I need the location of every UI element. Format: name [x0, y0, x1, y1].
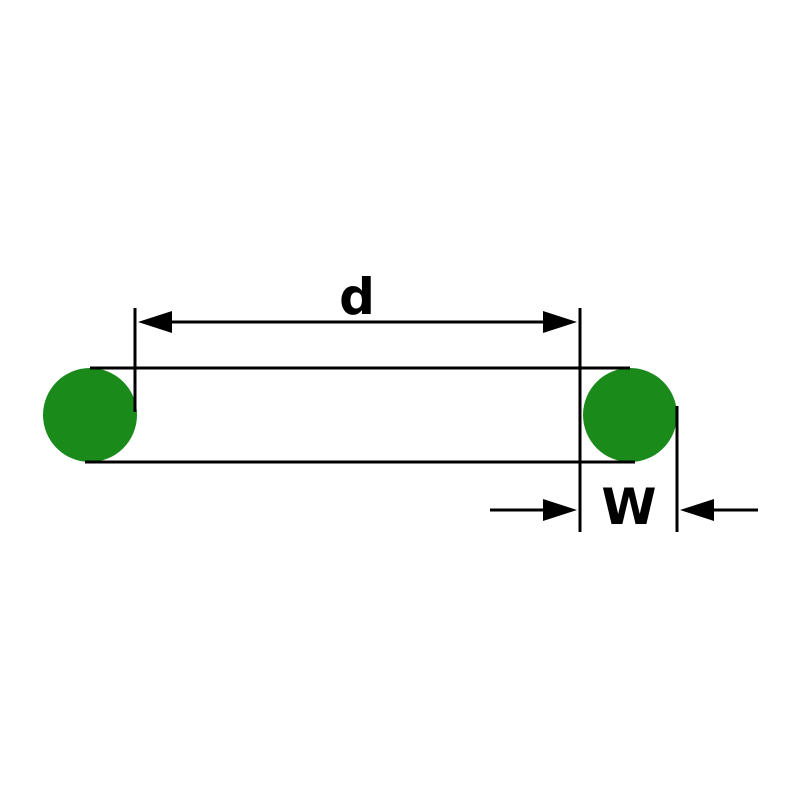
arrowhead-left-icon: [138, 311, 172, 333]
w-arrowhead-left-icon: [543, 499, 577, 521]
oring-cross-section-left: [43, 368, 137, 462]
d-dimension-arrow: [138, 311, 577, 333]
oring-cross-section-right: [583, 368, 677, 462]
w-dimension-arrows: [490, 499, 758, 521]
arrowhead-right-icon: [543, 311, 577, 333]
w-arrowhead-right-icon: [680, 499, 714, 521]
d-label: d: [339, 268, 375, 326]
w-label: W: [601, 478, 656, 536]
